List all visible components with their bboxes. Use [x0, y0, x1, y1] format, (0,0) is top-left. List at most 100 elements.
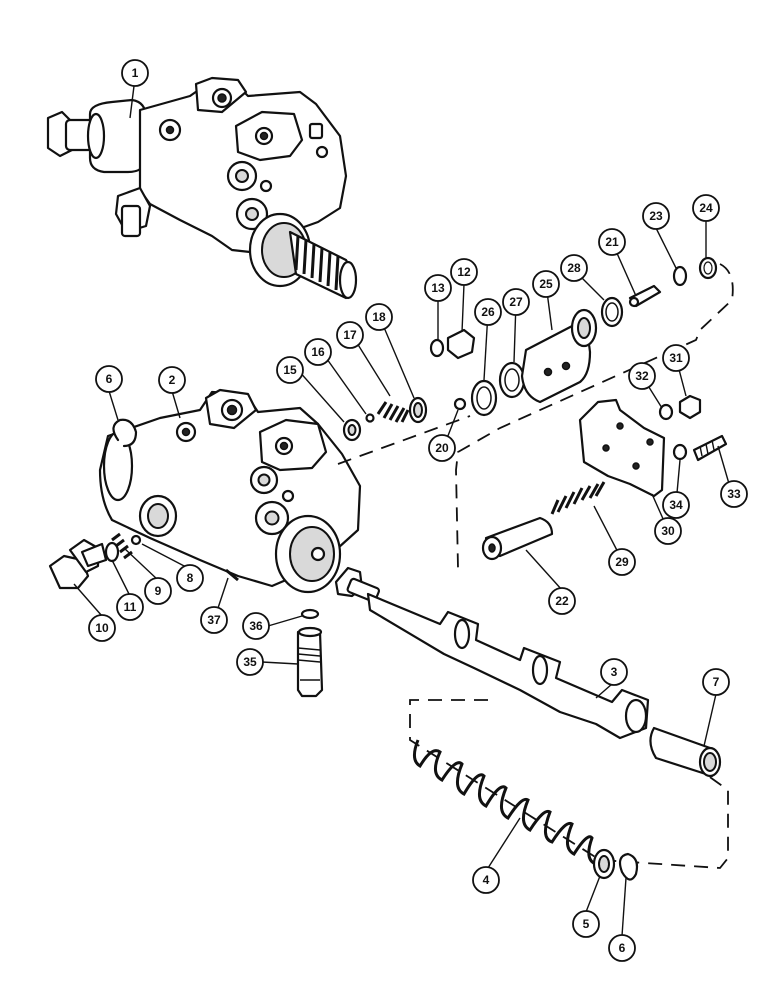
callout-label: 17: [343, 328, 357, 342]
callout-label: 34: [669, 498, 683, 512]
elbow-fitting: [48, 538, 108, 590]
callout-label: 1: [132, 66, 139, 80]
callout-label: 16: [311, 345, 325, 359]
callout-label: 4: [483, 873, 490, 887]
callout-label: 8: [187, 571, 194, 585]
callout-36: 36: [242, 612, 270, 640]
callout-37: 37: [200, 606, 228, 634]
callout-1: 1: [121, 59, 149, 87]
callout-21: 21: [598, 228, 626, 256]
callout-13: 13: [424, 274, 452, 302]
callout-label: 22: [555, 594, 569, 608]
callout-31: 31: [662, 344, 690, 372]
callout-32: 32: [628, 362, 656, 390]
spool-kit-bracket: [409, 699, 729, 869]
callout-27: 27: [502, 288, 530, 316]
snap-ring-lower: [618, 852, 639, 881]
callout-label: 3: [611, 665, 618, 679]
callout-20: 20: [428, 434, 456, 462]
callout-label: 6: [619, 941, 626, 955]
callout-10: 10: [88, 614, 116, 642]
callout-8: 8: [176, 564, 204, 592]
cover-plate: [578, 398, 666, 498]
lock-washer-screw: [672, 443, 688, 461]
callout-24: 24: [692, 194, 720, 222]
callout-23: 23: [642, 202, 670, 230]
callout-label: 18: [372, 310, 386, 324]
detent-plunger: [296, 626, 324, 698]
snap-ring-upper: [112, 418, 138, 448]
callout-label: 7: [713, 675, 720, 689]
callout-label: 29: [615, 555, 629, 569]
relief-group-leader: [337, 415, 471, 465]
callout-label: 23: [649, 209, 663, 223]
roll-pin: [225, 568, 239, 582]
callout-16: 16: [304, 338, 332, 366]
callout-label: 25: [539, 277, 553, 291]
plunger-spring: [550, 481, 606, 515]
callout-3: 3: [600, 658, 628, 686]
callout-label: 2: [169, 373, 176, 387]
callout-label: 36: [249, 619, 263, 633]
check-spring: [111, 532, 133, 560]
callout-label: 11: [124, 600, 137, 614]
callout-label: 32: [635, 369, 649, 383]
callout-12: 12: [450, 258, 478, 286]
callout-label: 37: [207, 613, 221, 627]
callout-label: 30: [661, 524, 675, 538]
callout-28: 28: [560, 254, 588, 282]
callout-26: 26: [474, 298, 502, 326]
callout-label: 10: [95, 621, 109, 635]
callout-label: 21: [605, 235, 619, 249]
callout-30: 30: [654, 517, 682, 545]
callout-29: 29: [608, 548, 636, 576]
callout-17: 17: [336, 321, 364, 349]
callout-label: 9: [155, 584, 162, 598]
callout-18: 18: [365, 303, 393, 331]
callout-15: 15: [276, 356, 304, 384]
check-ball: [130, 534, 142, 546]
callout-label: 33: [727, 487, 741, 501]
callout-9: 9: [144, 577, 172, 605]
callout-label: 20: [435, 441, 449, 455]
callout-label: 6: [106, 372, 113, 386]
callout-25: 25: [532, 270, 560, 298]
centering-spring: [413, 739, 597, 866]
callout-22: 22: [548, 587, 576, 615]
callout-34: 34: [662, 491, 690, 519]
callout-label: 26: [481, 305, 495, 319]
callout-6-lower: 6: [608, 934, 636, 962]
callout-5: 5: [572, 910, 600, 938]
o-ring-plug: [429, 338, 445, 358]
valve-housing: [98, 388, 362, 594]
callout-label: 35: [243, 655, 257, 669]
o-ring-plunger: [300, 608, 320, 620]
callout-35: 35: [236, 648, 264, 676]
callout-7: 7: [702, 668, 730, 696]
relief-group-bracket: [455, 263, 734, 569]
callout-label: 24: [699, 201, 713, 215]
callout-11: 11: [116, 593, 144, 621]
o-ring-pin: [672, 265, 688, 287]
relief-plug: [446, 328, 476, 360]
callout-label: 15: [283, 363, 297, 377]
callout-2: 2: [158, 366, 186, 394]
callout-label: 12: [457, 265, 471, 279]
callout-4: 4: [472, 866, 500, 894]
callout-label: 28: [567, 261, 581, 275]
callout-6-upper: 6: [95, 365, 123, 393]
relief-spring: [376, 401, 410, 423]
callout-label: 27: [509, 295, 523, 309]
jam-nut: [678, 394, 702, 420]
relief-ball: [365, 413, 375, 423]
valve-body-cartridge: [520, 308, 598, 404]
callout-label: 13: [431, 281, 445, 295]
callout-label: 5: [583, 917, 590, 931]
callout-33: 33: [720, 480, 748, 508]
callout-label: 31: [669, 351, 683, 365]
control-spool: [334, 566, 650, 740]
valve-assembly-complete: [46, 76, 358, 300]
ball: [453, 397, 467, 411]
pilot-pin: [628, 284, 662, 308]
